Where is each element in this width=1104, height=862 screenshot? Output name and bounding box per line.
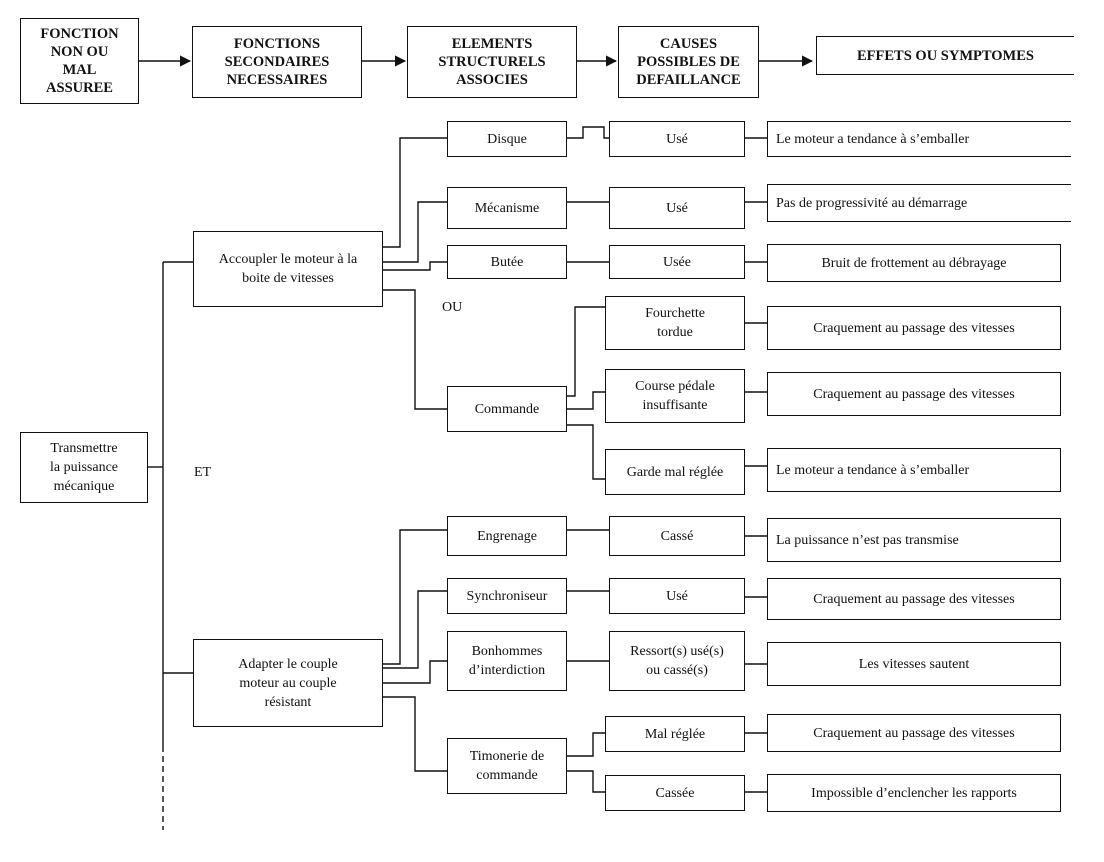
element-timonerie: Timonerie de commande [447,738,567,794]
effect-garde: Le moteur a tendance à s’emballer [767,448,1061,492]
element-synchroniseur: Synchroniseur [447,578,567,614]
cause-disque: Usé [609,121,745,157]
effect-butee: Bruit de frottement au débrayage [767,244,1061,282]
root-function-box: Transmettre la puissance mécanique [20,432,148,503]
effect-mal-reglee: Craquement au passage des vitesses [767,714,1061,752]
cause-mal-reglee: Mal réglée [605,716,745,752]
element-butee: Butée [447,245,567,279]
cause-fourchette: Fourchette tordue [605,296,745,350]
element-disque: Disque [447,121,567,157]
header-structural-elements: ELEMENTS STRUCTURELS ASSOCIES [407,26,577,98]
header-secondary-functions: FONCTIONS SECONDAIRES NECESSAIRES [192,26,362,98]
cause-ressort: Ressort(s) usé(s) ou cassé(s) [609,631,745,691]
label-et: ET [194,465,212,480]
label-ou: OU [442,300,463,315]
cause-mecanisme: Usé [609,187,745,229]
element-commande: Commande [447,386,567,432]
effect-course-pedale: Craquement au passage des vitesses [767,372,1061,416]
cause-cassee: Cassée [605,775,745,811]
effect-cassee: Impossible d’enclencher les rapports [767,774,1061,812]
cause-course-pedale: Course pédale insuffisante [605,369,745,423]
cause-engrenage: Cassé [609,516,745,556]
secondary-function-adapt-torque: Adapter le couple moteur au couple résis… [193,639,383,727]
secondary-function-couple-engine: Accoupler le moteur à la boite de vitess… [193,231,383,307]
effect-ressort: Les vitesses sautent [767,642,1061,686]
header-effects: EFFETS OU SYMPTOMES [816,36,1074,75]
header-failure-causes: CAUSES POSSIBLES DE DEFAILLANCE [618,26,759,98]
effect-synchroniseur: Craquement au passage des vitesses [767,578,1061,620]
element-bonhommes: Bonhommes d’interdiction [447,631,567,691]
cause-synchroniseur: Usé [609,578,745,614]
effect-disque: Le moteur a tendance à s’emballer [767,121,1071,157]
header-function: FONCTION NON OU MAL ASSUREE [20,18,139,104]
element-engrenage: Engrenage [447,516,567,556]
effect-fourchette: Craquement au passage des vitesses [767,306,1061,350]
effect-engrenage: La puissance n’est pas transmise [767,518,1061,562]
effect-mecanisme: Pas de progressivité au démarrage [767,184,1071,222]
cause-butee: Usée [609,245,745,279]
element-mecanisme: Mécanisme [447,187,567,229]
cause-garde: Garde mal réglée [605,449,745,495]
